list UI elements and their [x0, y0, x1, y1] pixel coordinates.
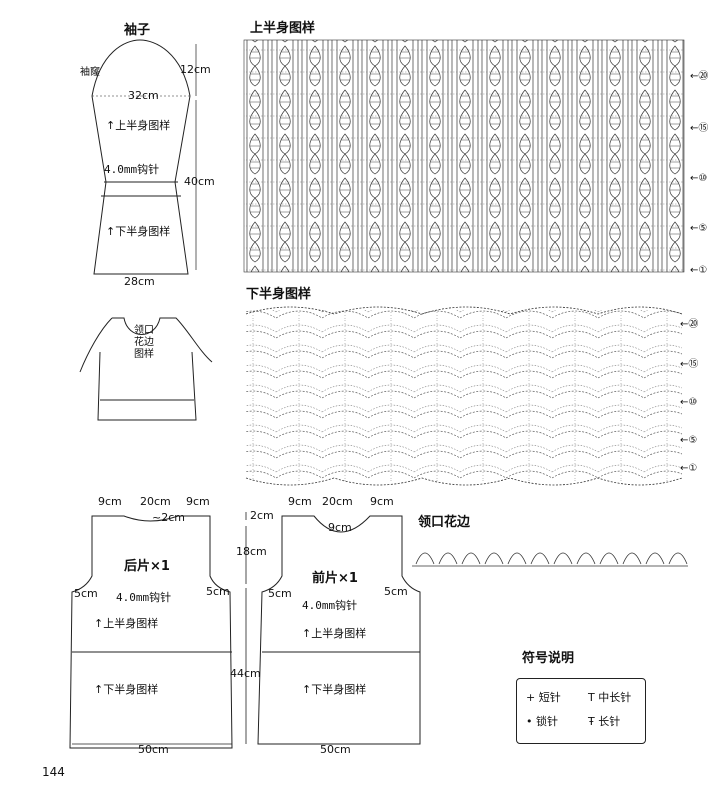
sleeve-cap-label: 袖窿 — [80, 67, 100, 78]
front-sketch — [79, 317, 213, 421]
neck-edge-motif — [553, 552, 573, 565]
lower-row-marker-10: ←⑩ — [680, 397, 698, 408]
back-side-right: 5cm — [206, 585, 230, 598]
back-neck-depth: ~2cm — [152, 511, 185, 524]
sleeve-cap-height: 12cm — [180, 63, 211, 76]
front-side-right: 5cm — [384, 585, 408, 598]
back-shoulder-left: 9cm — [98, 495, 122, 508]
back-upper-pattern: ↑上半身图样 — [94, 617, 159, 630]
legend-item-dc: Ŧ 长针 — [588, 715, 621, 728]
legend-box — [516, 678, 646, 744]
neck-label-1: 领口 — [134, 325, 154, 336]
front-shoulder-left: 9cm — [288, 495, 312, 508]
front-piece-outline — [257, 515, 421, 745]
sleeve-title: 袖子 — [124, 23, 151, 38]
sleeve-hook: 4.0mm钩针 — [104, 163, 160, 176]
front-bottom-width: 50cm — [320, 743, 351, 756]
neck-edge-motifs — [412, 552, 688, 567]
lower-row-marker-20: ←⑳ — [680, 319, 699, 330]
neck-edge-motif — [668, 552, 688, 565]
lower-row-marker-1: ←① — [680, 463, 698, 474]
center-dim-body: 44cm — [230, 667, 261, 680]
neck-edge-motif — [507, 552, 527, 565]
neck-edge-motif — [415, 552, 435, 565]
front-side-left: 5cm — [268, 587, 292, 600]
legend-item-ch: • 锁针 — [526, 715, 558, 728]
upper-row-marker-15: ←⑮ — [690, 123, 709, 134]
lower-row-marker-5: ←⑤ — [680, 435, 698, 446]
lower-chart-title: 下半身图样 — [246, 287, 312, 302]
front-upper-pattern: ↑上半身图样 — [302, 627, 367, 640]
upper-chart — [243, 39, 685, 273]
neck-edge-motif — [530, 552, 550, 565]
back-lower-pattern: ↑下半身图样 — [94, 683, 159, 696]
neck-edge-motif — [576, 552, 596, 565]
neck-edge-title: 领口花边 — [418, 515, 471, 530]
back-neck-width: 20cm — [140, 495, 171, 508]
neck-edge-motif — [438, 552, 458, 565]
front-shoulder-right: 9cm — [370, 495, 394, 508]
sleeve-upper-pattern: ↑上半身图样 — [106, 119, 171, 132]
neck-edge-motif — [461, 552, 481, 565]
sleeve-body-height: 40cm — [184, 175, 215, 188]
upper-row-marker-10: ←⑩ — [690, 173, 708, 184]
upper-row-marker-1: ←① — [690, 265, 708, 276]
front-lower-pattern: ↑下半身图样 — [302, 683, 367, 696]
back-piece-outline — [69, 515, 233, 749]
back-bottom-width: 50cm — [138, 743, 169, 756]
front-neck-depth: 9cm — [328, 521, 352, 534]
lower-row-marker-15: ←⑮ — [680, 359, 699, 370]
neck-label-2: 花边 — [134, 337, 154, 348]
back-hook: 4.0mm钩针 — [116, 591, 172, 604]
sleeve-outline — [91, 39, 197, 275]
back-shoulder-right: 9cm — [186, 495, 210, 508]
back-side-left: 5cm — [74, 587, 98, 600]
neck-label-3: 图样 — [134, 349, 154, 360]
front-hook: 4.0mm钩针 — [302, 599, 358, 612]
sleeve-top-width: 32cm — [128, 89, 159, 102]
sleeve-bottom-width: 28cm — [124, 275, 155, 288]
upper-row-marker-20: ←⑳ — [690, 71, 709, 82]
neck-edge-motif — [484, 552, 504, 565]
page-number: 144 — [42, 765, 65, 779]
neck-edge-motif — [645, 552, 665, 565]
legend-item-hdc: T 中长针 — [588, 691, 632, 704]
front-piece-name: 前片×1 — [312, 571, 358, 586]
sleeve-lower-pattern: ↑下半身图样 — [106, 225, 171, 238]
lower-chart — [245, 306, 683, 486]
upper-row-marker-5: ←⑤ — [690, 223, 708, 234]
neck-edge-motif — [622, 552, 642, 565]
back-piece-name: 后片×1 — [124, 559, 170, 574]
legend-title: 符号说明 — [522, 651, 575, 666]
legend-item-sc: + 短针 — [526, 691, 561, 704]
upper-chart-title: 上半身图样 — [250, 21, 316, 36]
center-dim-armhole: 18cm — [236, 545, 267, 558]
neck-edge-motif — [599, 552, 619, 565]
center-dim-top: 2cm — [250, 509, 274, 522]
front-neck-width: 20cm — [322, 495, 353, 508]
